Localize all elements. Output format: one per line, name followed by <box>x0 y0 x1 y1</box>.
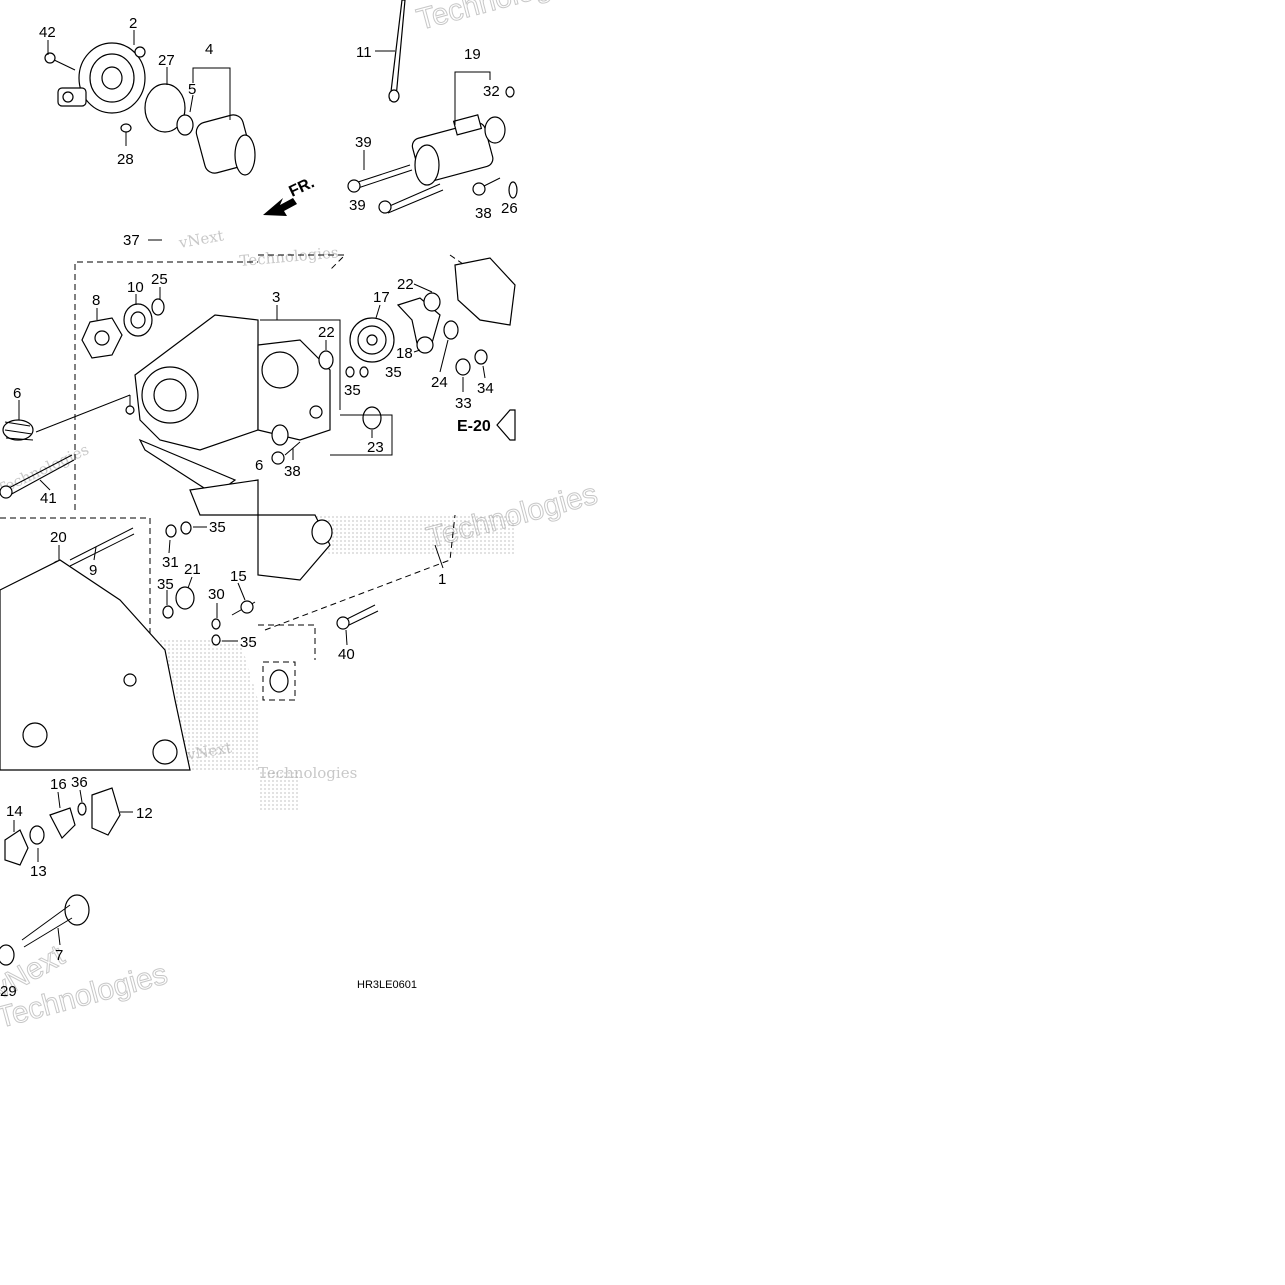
gear-group <box>271 254 516 465</box>
callout-21: 21 <box>184 561 201 578</box>
oil-filter-cover-group <box>44 42 256 176</box>
callout-11: 11 <box>356 44 372 61</box>
callout-26: 26 <box>501 200 518 217</box>
front-direction-arrow: FR. <box>263 174 317 216</box>
callout-18: 18 <box>396 345 413 362</box>
callout-16: 16 <box>50 776 67 793</box>
callout-38-a: 38 <box>475 205 492 222</box>
callout-40: 40 <box>338 646 355 663</box>
callout-27: 27 <box>158 52 175 69</box>
callout-39-b: 39 <box>349 197 366 214</box>
front-direction-label: FR. <box>287 174 318 200</box>
callout-17: 17 <box>373 289 390 306</box>
callout-34: 34 <box>477 380 494 397</box>
callout-19: 19 <box>464 46 481 63</box>
callout-35-d: 35 <box>157 576 174 593</box>
callout-33: 33 <box>455 395 472 412</box>
callout-22-a: 22 <box>318 324 335 341</box>
callout-31: 31 <box>162 554 179 571</box>
callout-8: 8 <box>92 292 100 309</box>
callout-7: 7 <box>55 947 63 964</box>
callout-labels: 42 2 27 4 5 28 11 19 32 39 39 38 26 37 8… <box>0 15 518 1000</box>
leader-lines <box>13 30 491 946</box>
watermark-technologies-top: Technologies <box>413 0 591 37</box>
housing-group <box>74 254 347 516</box>
pump-parts-group <box>0 298 165 499</box>
callout-10: 10 <box>127 279 144 296</box>
lower-shaft-group <box>0 514 456 771</box>
callout-14: 14 <box>6 803 23 820</box>
callout-25: 25 <box>151 271 168 288</box>
callout-42: 42 <box>39 24 56 41</box>
watermark-vnext-1: vNext <box>177 226 225 252</box>
callout-5: 5 <box>188 81 196 98</box>
drawing-code: HR3LE0601 <box>357 979 417 991</box>
callout-2: 2 <box>129 15 137 32</box>
callout-9: 9 <box>89 562 97 579</box>
callout-13: 13 <box>30 863 47 880</box>
reference-label: E-20 <box>457 418 491 435</box>
callout-1: 1 <box>438 571 446 588</box>
reference-arrow <box>496 409 516 441</box>
callout-6-a: 6 <box>13 385 21 402</box>
callout-39-a: 39 <box>355 134 372 151</box>
callout-15: 15 <box>230 568 247 585</box>
bottom-parts-group <box>0 787 121 966</box>
callout-12: 12 <box>136 805 153 822</box>
watermark-technologies-1: Technologies <box>239 243 339 270</box>
callout-29: 29 <box>0 983 17 1000</box>
callout-32: 32 <box>483 83 500 100</box>
starter-motor-group <box>347 0 518 214</box>
callout-22-b: 22 <box>397 276 414 293</box>
callout-28: 28 <box>117 151 134 168</box>
callout-4: 4 <box>205 41 213 58</box>
callout-35-a: 35 <box>344 382 361 399</box>
callout-41: 41 <box>40 490 57 507</box>
callout-6-b: 6 <box>255 457 263 474</box>
callout-35-c: 35 <box>209 519 226 536</box>
callout-23: 23 <box>367 439 384 456</box>
callout-35-b: 35 <box>385 364 402 381</box>
callout-20: 20 <box>50 529 67 546</box>
callout-35-e: 35 <box>240 634 257 651</box>
callout-38-b: 38 <box>284 463 301 480</box>
callout-24: 24 <box>431 374 448 391</box>
callout-37: 37 <box>123 232 140 249</box>
callout-36: 36 <box>71 774 88 791</box>
callout-3: 3 <box>272 289 280 306</box>
callout-30: 30 <box>208 586 225 603</box>
